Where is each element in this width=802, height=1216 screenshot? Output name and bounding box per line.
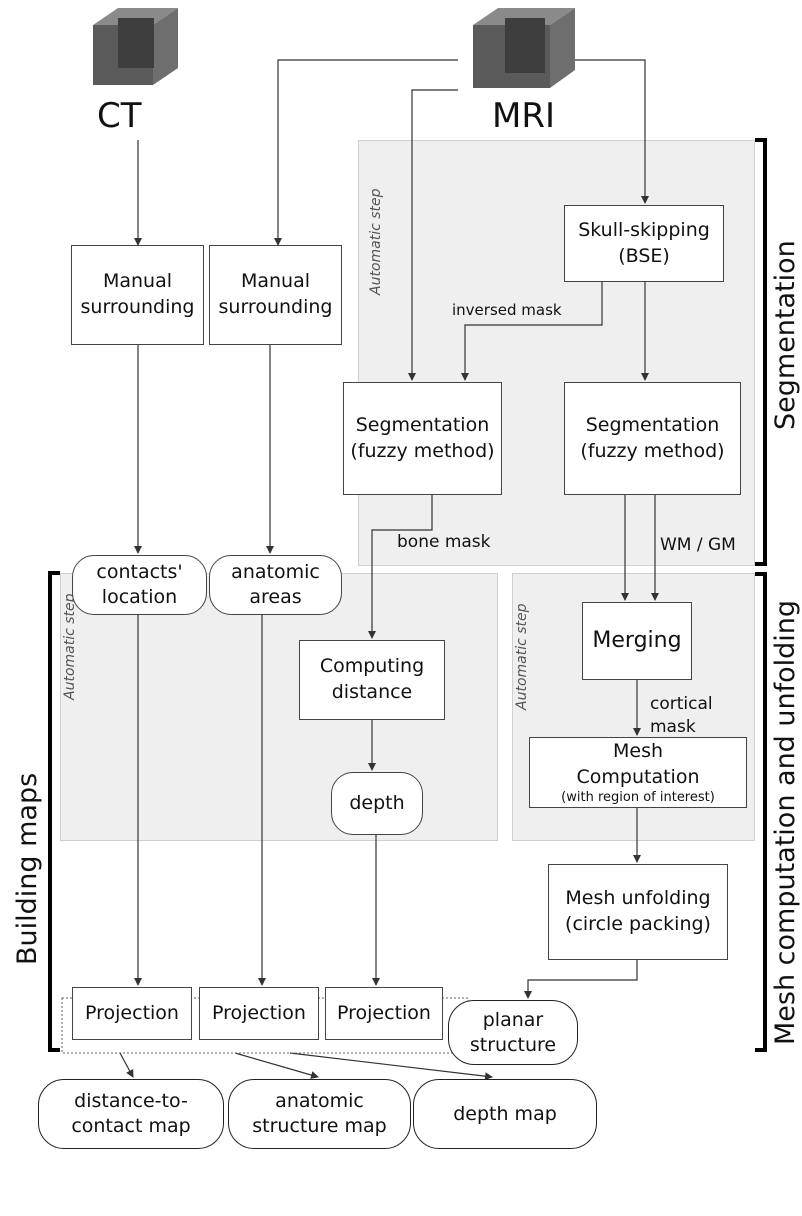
planar-structure-node: planar structure [448, 1000, 578, 1065]
projection-box-2: Projection [199, 987, 319, 1040]
projection-box-1: Projection [72, 987, 192, 1040]
auto-step-label-segmentation: Automatic step [368, 188, 384, 295]
wm-gm-label: WM / GM [660, 535, 736, 555]
skull-stripping-box: Skull-skipping (BSE) [564, 205, 724, 282]
mri-cube-icon [473, 8, 575, 88]
auto-step-label-building: Automatic step [62, 593, 78, 700]
auto-step-label-mesh: Automatic step [514, 603, 530, 710]
mesh-computation-box: Mesh Computation (with region of interes… [529, 737, 747, 808]
segmentation-fuzzy-brain: Segmentation (fuzzy method) [564, 382, 741, 495]
computing-distance-box: Computing distance [299, 640, 445, 720]
depth-map-output: depth map [413, 1079, 597, 1149]
ct-label: CT [97, 96, 142, 136]
contacts-location-node: contacts' location [72, 555, 207, 615]
ct-cube-icon [93, 8, 178, 85]
distance-to-contact-map-output: distance-to- contact map [38, 1079, 224, 1149]
mesh-section-label: Mesh computation and unfolding [770, 599, 801, 1045]
inversed-mask-label: inversed mask [452, 301, 562, 319]
depth-node: depth [331, 772, 423, 835]
segmentation-section-label: Segmentation [770, 240, 801, 430]
segmentation-fuzzy-bone: Segmentation (fuzzy method) [343, 382, 502, 495]
building-maps-section-label: Building maps [12, 772, 43, 965]
manual-surrounding-mri: Manual surrounding [209, 245, 342, 345]
mri-label: MRI [492, 96, 555, 136]
manual-surrounding-ct: Manual surrounding [71, 245, 204, 345]
anatomic-areas-node: anatomic areas [209, 555, 342, 615]
projection-box-3: Projection [325, 987, 443, 1040]
mesh-computation-subtitle: (with region of interest) [561, 790, 715, 806]
anatomic-structure-map-output: anatomic structure map [228, 1079, 411, 1149]
mesh-computation-title: Mesh Computation [576, 740, 700, 788]
merging-box: Merging [582, 602, 692, 680]
cortical-mask-label: cortical mask [650, 694, 713, 737]
mesh-unfolding-box: Mesh unfolding (circle packing) [548, 864, 728, 960]
bone-mask-label: bone mask [397, 532, 491, 552]
